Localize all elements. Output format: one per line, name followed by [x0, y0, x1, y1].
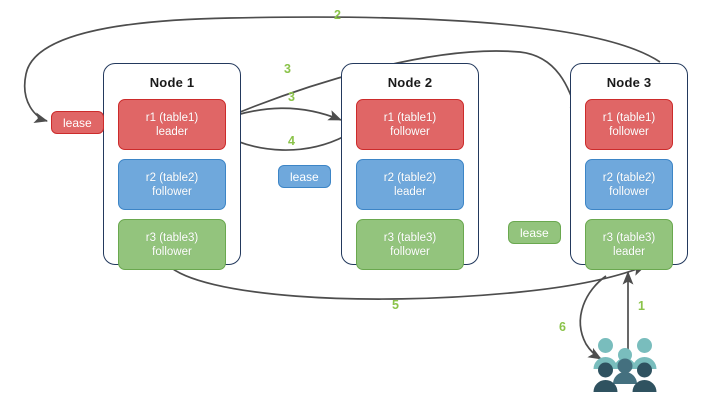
node1-replica-r1-name: r1 (table1) — [145, 111, 199, 124]
node1-replica-list: r1 (table1) leader r2 (table2) follower … — [104, 99, 240, 270]
node2-replica-r2-name: r2 (table2) — [383, 171, 437, 184]
node3-replica-r3-role: leader — [613, 245, 645, 258]
node1-replica-r1-role: leader — [156, 125, 188, 138]
node1-replica-r2-role: follower — [152, 185, 192, 198]
step-label-6: 6 — [559, 320, 566, 334]
node2-replica-r1[interactable]: r1 (table1) follower — [356, 99, 464, 150]
step-label-3-upper: 3 — [284, 62, 291, 76]
node1-replica-r2-name: r2 (table2) — [145, 171, 199, 184]
node2-replica-r1-role: follower — [390, 125, 430, 138]
node3-replica-r1[interactable]: r1 (table1) follower — [585, 99, 673, 150]
node2-replica-r1-name: r1 (table1) — [383, 111, 437, 124]
lease-chip-r3[interactable]: lease — [508, 221, 561, 244]
node2-replica-list: r1 (table1) follower r2 (table2) leader … — [342, 99, 478, 270]
node-card-node2[interactable]: Node 2 r1 (table1) follower r2 (table2) … — [341, 63, 479, 270]
node2-replica-r2[interactable]: r2 (table2) leader — [356, 159, 464, 210]
step-label-4: 4 — [288, 134, 295, 148]
node1-replica-r2[interactable]: r2 (table2) follower — [118, 159, 226, 210]
edge-5-response-path — [167, 264, 646, 300]
step-label-3-lower: 3 — [288, 90, 295, 104]
node1-replica-r3-role: follower — [152, 245, 192, 258]
node2-replica-r3[interactable]: r3 (table3) follower — [356, 219, 464, 270]
node2-replica-r3-role: follower — [390, 245, 430, 258]
node3-title: Node 3 — [606, 75, 652, 90]
node1-replica-r3[interactable]: r3 (table3) follower — [118, 219, 226, 270]
step-label-2: 2 — [334, 8, 341, 22]
node2-replica-r3-name: r3 (table3) — [383, 231, 437, 244]
node3-replica-r2-name: r2 (table2) — [602, 171, 656, 184]
lease-chip-r2[interactable]: lease — [278, 165, 331, 188]
lease-chip-r1[interactable]: lease — [51, 111, 104, 134]
node3-replica-r3[interactable]: r3 (table3) leader — [585, 219, 673, 270]
step-label-1: 1 — [638, 299, 645, 313]
node3-replica-r2[interactable]: r2 (table2) follower — [585, 159, 673, 210]
node1-replica-r3-name: r3 (table3) — [145, 231, 199, 244]
node3-replica-list: r1 (table1) follower r2 (table2) followe… — [571, 99, 687, 270]
node1-title: Node 1 — [149, 75, 195, 90]
node3-replica-r1-role: follower — [609, 125, 649, 138]
step-label-5: 5 — [392, 298, 399, 312]
node-card-node1[interactable]: Node 1 r1 (table1) leader r2 (table2) fo… — [103, 63, 241, 270]
node2-title: Node 2 — [387, 75, 433, 90]
node-card-node3[interactable]: Node 3 r1 (table1) follower r2 (table2) … — [570, 63, 688, 270]
node3-replica-r2-role: follower — [609, 185, 649, 198]
node2-replica-r2-role: leader — [394, 185, 426, 198]
users-group-icon — [593, 338, 657, 392]
node1-replica-r1[interactable]: r1 (table1) leader — [118, 99, 226, 150]
node3-replica-r3-name: r3 (table3) — [602, 231, 656, 244]
node3-replica-r1-name: r1 (table1) — [602, 111, 656, 124]
